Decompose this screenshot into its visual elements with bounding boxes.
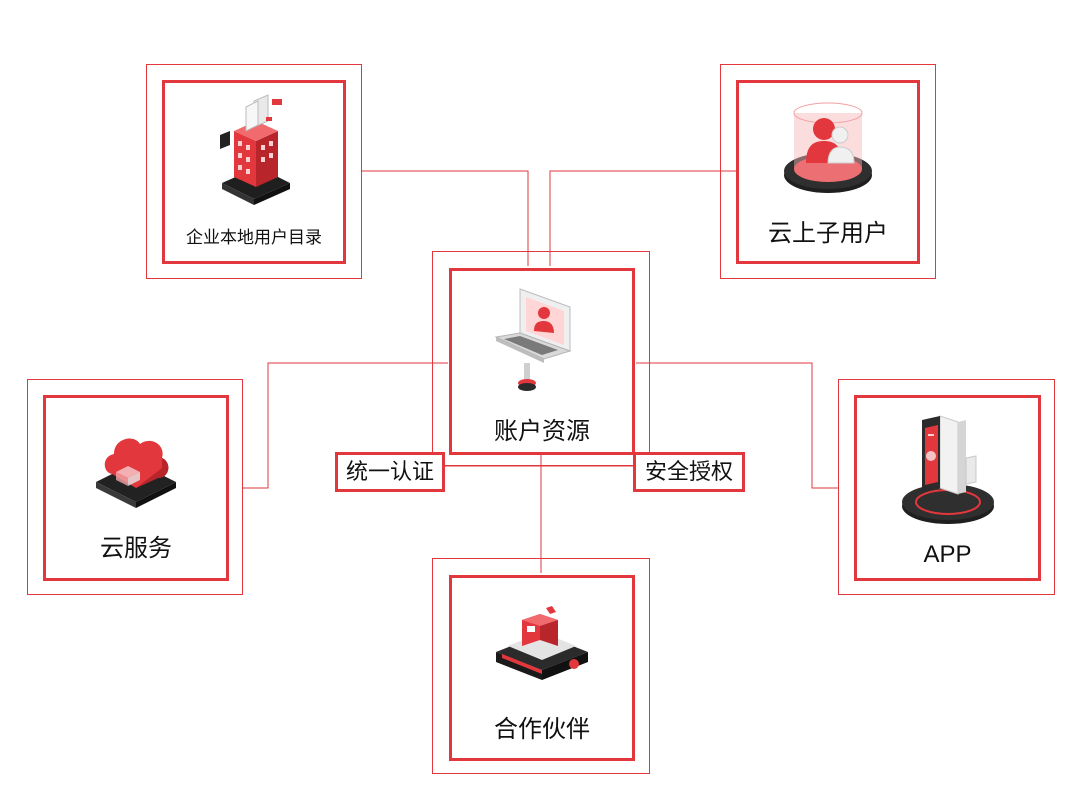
secure-authorization-tag: 安全授权 (633, 452, 745, 492)
laptop-icon (494, 288, 572, 391)
phone-platform-icon (901, 415, 994, 524)
node-cloud-subusers[interactable]: 云上子用户 (720, 64, 936, 279)
node-label: 合作伙伴 (494, 716, 590, 743)
line-subusers-to-hub (549, 170, 736, 266)
node-label: 企业本地用户目录 (186, 228, 322, 247)
building-icon (220, 94, 290, 205)
node-label: APP (923, 541, 972, 568)
node-cloud-services-card: 云服务 (43, 395, 229, 581)
node-label: 账户资源 (494, 418, 590, 445)
node-enterprise-directory[interactable]: 企业本地用户目录 (146, 64, 362, 279)
cloud-cube-icon (96, 438, 176, 508)
node-app-card: APP (854, 395, 1041, 581)
node-partners-card: 合作伙伴 (449, 575, 635, 761)
node-cloud-services[interactable]: 云服务 (27, 379, 243, 595)
node-account-resources-card: 账户资源 (449, 268, 635, 455)
node-label: 云上子用户 (768, 220, 888, 247)
line-directory-to-hub (362, 170, 529, 266)
node-label: 云服务 (100, 535, 172, 562)
node-enterprise-directory-card: 企业本地用户目录 (162, 80, 346, 264)
package-icon (496, 606, 588, 680)
node-app[interactable]: APP (838, 379, 1055, 595)
node-cloud-subusers-card: 云上子用户 (736, 80, 920, 264)
node-partners[interactable]: 合作伙伴 (432, 558, 650, 774)
line-cloudservices-to-hub (243, 362, 448, 489)
line-app-to-hub (636, 362, 838, 489)
user-platform-icon (784, 102, 872, 193)
unified-auth-tag: 统一认证 (335, 452, 445, 492)
node-account-resources[interactable]: 账户资源 (432, 251, 650, 466)
